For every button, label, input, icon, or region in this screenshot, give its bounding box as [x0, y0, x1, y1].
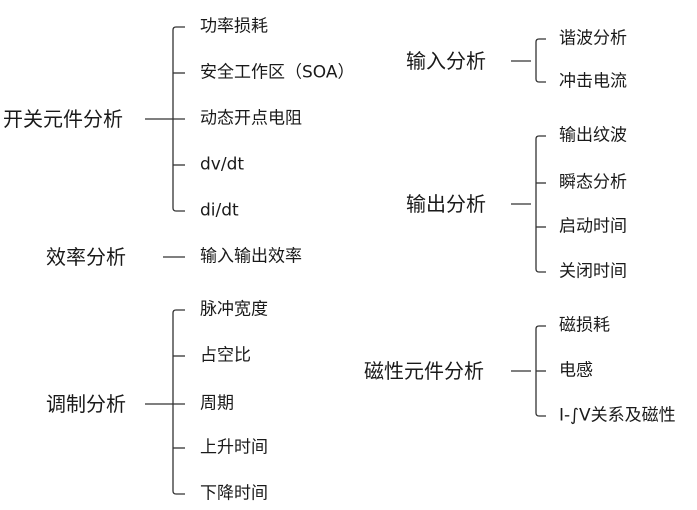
root-input-analysis: 输入分析	[406, 49, 486, 73]
leaf-pulse-width: 脉冲宽度	[200, 299, 268, 320]
leaf-magnetic-loss: 磁损耗	[559, 315, 610, 336]
leaf-power-loss: 功率损耗	[200, 16, 268, 37]
root-modulation-analysis: 调制分析	[46, 392, 126, 416]
root-output-analysis: 输出分析	[406, 192, 486, 216]
leaf-transient-analysis: 瞬态分析	[559, 172, 627, 193]
leaf-harmonic-analysis: 谐波分析	[559, 28, 627, 49]
bracket-input	[511, 38, 546, 83]
leaf-dynamic-on-resistance: 动态开点电阻	[200, 108, 302, 129]
leaf-output-ripple: 输出纹波	[559, 125, 627, 146]
root-switch-element-analysis: 开关元件分析	[3, 107, 123, 131]
bracket-switch	[145, 26, 185, 212]
leaf-shutdown-time: 关闭时间	[559, 261, 627, 282]
bracket-modulation	[145, 309, 185, 495]
leaf-soa: 安全工作区（SOA）	[200, 62, 355, 83]
leaf-inductance: 电感	[559, 360, 593, 381]
leaf-inrush-current: 冲击电流	[559, 71, 627, 92]
bracket-magnetic	[511, 325, 546, 417]
bracket-output	[511, 135, 546, 273]
root-efficiency-analysis: 效率分析	[46, 245, 126, 269]
leaf-di-dt: di/dt	[200, 200, 239, 221]
leaf-fall-time: 下降时间	[200, 483, 268, 504]
leaf-period: 周期	[200, 393, 234, 414]
leaf-rise-time: 上升时间	[200, 437, 268, 458]
root-magnetic-element-analysis: 磁性元件分析	[364, 359, 484, 383]
leaf-io-efficiency: 输入输出效率	[200, 246, 302, 267]
leaf-i-integral-v-magnetics: I-∫V关系及磁性	[559, 405, 676, 426]
leaf-duty-cycle: 占空比	[200, 345, 251, 366]
leaf-startup-time: 启动时间	[559, 216, 627, 237]
leaf-dv-dt: dv/dt	[200, 154, 245, 175]
